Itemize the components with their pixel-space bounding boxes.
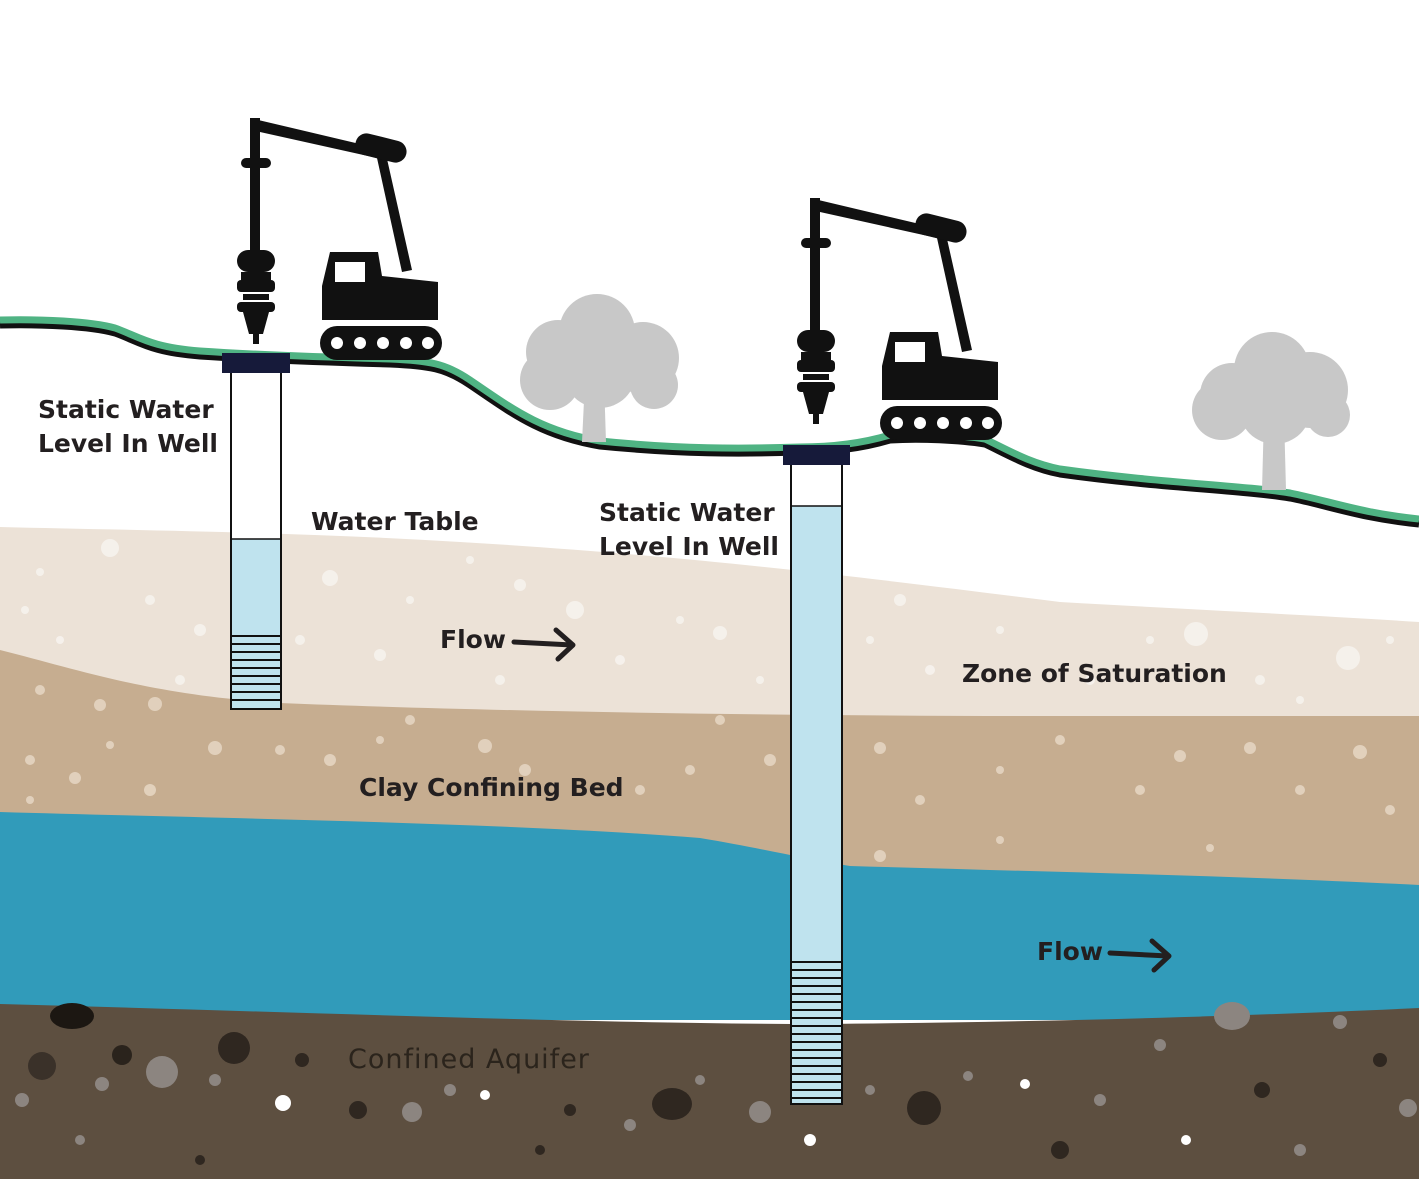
bedrock-layer [0, 1004, 1419, 1179]
flow-arrow-icon [511, 627, 576, 662]
zone-of-saturation-label: Zone of Saturation [962, 659, 1227, 688]
drilling-rig-icon [797, 198, 1002, 440]
zone-of-saturation-layer [0, 527, 1419, 720]
left-well [222, 353, 290, 710]
static-water-left-label-line1: Static Water [38, 395, 214, 424]
tree-icon [520, 294, 679, 442]
static-water-left-label-line2: Level In Well [38, 429, 218, 458]
static-water-right-label-line2: Level In Well [599, 532, 779, 561]
clay-confining-bed-label: Clay Confining Bed [359, 773, 624, 802]
static-water-right-label-line1: Static Water [599, 498, 775, 527]
flow-lower-label: Flow [1037, 937, 1103, 966]
tree-icon [1192, 332, 1350, 490]
clay-speckles [25, 685, 1395, 862]
flow-arrow-icon [1107, 938, 1172, 973]
well-screen [231, 635, 281, 701]
bedrock-pebbles [15, 1002, 1417, 1165]
right-well [783, 445, 850, 1105]
drilling-rig-icon [237, 118, 442, 360]
water-table-label: Water Table [311, 507, 479, 536]
sand-speckles [21, 539, 1394, 704]
strata [0, 527, 1419, 1179]
flow-upper-label: Flow [440, 625, 506, 654]
ground-surface-line [0, 316, 1419, 528]
well-screen [791, 961, 842, 1099]
confined-aquifer-label: Confined Aquifer [348, 1044, 590, 1075]
confined-aquifer-water-layer [0, 812, 1419, 1020]
